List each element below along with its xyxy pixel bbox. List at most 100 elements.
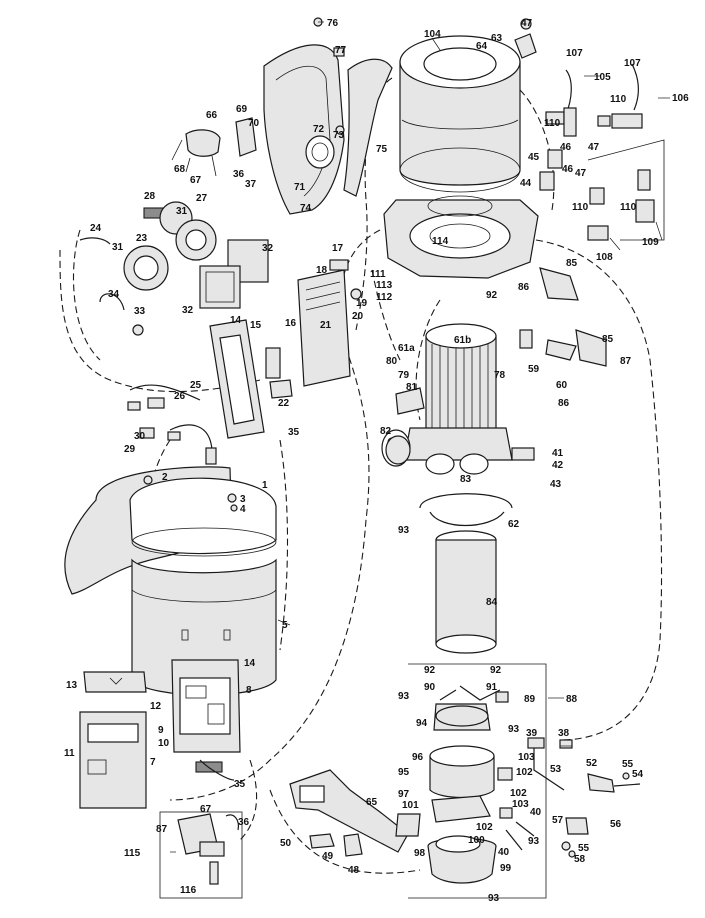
part-label: 81 <box>406 382 418 393</box>
part-label: 2 <box>162 472 168 483</box>
part-label: 86 <box>558 398 570 409</box>
part-label: 86 <box>518 282 530 293</box>
part-label: 61b <box>454 335 471 346</box>
part-label: 95 <box>398 767 410 778</box>
part-label: 40 <box>498 847 510 858</box>
part-label: 48 <box>348 865 360 876</box>
part-label: 93 <box>528 836 540 847</box>
part-label: 99 <box>500 863 512 874</box>
part-label: 20 <box>352 311 364 322</box>
part-label: 23 <box>136 233 148 244</box>
part-label: 59 <box>528 364 540 375</box>
part-label: 78 <box>494 370 506 381</box>
part-label: 105 <box>594 72 611 83</box>
part-label: 44 <box>520 178 532 189</box>
part-label: 92 <box>490 665 502 676</box>
part-label: 47 <box>575 168 587 179</box>
part-label: 46 <box>560 142 572 153</box>
leader-lines <box>170 21 670 853</box>
part-label: 65 <box>366 797 378 808</box>
part-label: 93 <box>508 724 520 735</box>
part-label: 30 <box>134 431 146 442</box>
part-label: 87 <box>156 824 168 835</box>
gas-valve <box>159 811 243 899</box>
control-module <box>171 659 241 781</box>
part-label: 5 <box>282 620 288 631</box>
part-label: 80 <box>386 356 398 367</box>
part-label: 18 <box>316 265 328 276</box>
part-label: 63 <box>491 33 503 44</box>
part-label: 39 <box>526 728 538 739</box>
part-label: 93 <box>398 691 410 702</box>
part-label: 57 <box>552 815 564 826</box>
part-label: 31 <box>176 206 188 217</box>
part-label: 1 <box>262 480 268 491</box>
part-label: 41 <box>552 448 564 459</box>
part-label: 83 <box>460 474 472 485</box>
part-label: 43 <box>550 479 562 490</box>
part-label: 113 <box>376 280 393 291</box>
air-duct <box>289 769 421 857</box>
part-label: 53 <box>550 764 562 775</box>
part-label: 74 <box>300 203 312 214</box>
part-label: 47 <box>521 18 533 29</box>
part-label: 12 <box>150 701 162 712</box>
part-label: 111 <box>370 269 386 280</box>
part-label: 110 <box>620 202 637 213</box>
part-label: 55 <box>622 759 634 770</box>
part-label: 92 <box>486 290 498 301</box>
part-label: 87 <box>620 356 632 367</box>
part-label: 94 <box>416 718 428 729</box>
part-label: 85 <box>602 334 614 345</box>
part-label: 82 <box>380 426 392 437</box>
part-label: 109 <box>642 237 659 248</box>
part-label: 116 <box>180 885 197 896</box>
part-label: 28 <box>144 191 156 202</box>
liner <box>419 493 513 654</box>
part-label: 9 <box>158 725 164 736</box>
part-label: 72 <box>313 124 325 135</box>
part-label: 58 <box>574 854 586 865</box>
part-label: 32 <box>182 305 194 316</box>
pipe-fittings <box>539 63 665 241</box>
ignition-parts <box>79 201 269 336</box>
part-label: 22 <box>278 398 290 409</box>
part-label: 45 <box>528 152 540 163</box>
part-label: 97 <box>398 789 410 800</box>
part-label: 103 <box>512 799 529 810</box>
part-label: 75 <box>376 144 388 155</box>
part-label: 55 <box>578 843 590 854</box>
blower-assembly <box>408 663 547 899</box>
part-label: 50 <box>280 838 292 849</box>
part-label: 37 <box>245 179 257 190</box>
part-label: 35 <box>234 779 246 790</box>
main-casing <box>64 466 277 696</box>
part-label: 69 <box>236 104 248 115</box>
burner-column <box>381 323 513 475</box>
heat-exchanger-top <box>399 18 537 193</box>
part-label: 100 <box>468 835 485 846</box>
part-label: 91 <box>486 682 498 693</box>
part-label: 110 <box>610 94 627 105</box>
fan-housing-assembly <box>171 17 393 215</box>
part-label: 62 <box>508 519 520 530</box>
part-label: 17 <box>332 243 344 254</box>
part-label: 96 <box>412 752 424 763</box>
part-label: 24 <box>90 223 102 234</box>
part-label: 60 <box>556 380 568 391</box>
part-label: 25 <box>190 380 202 391</box>
part-label: 15 <box>250 320 262 331</box>
part-label: 7 <box>150 757 156 768</box>
part-label: 93 <box>488 893 500 904</box>
part-label: 35 <box>288 427 300 438</box>
part-label: 68 <box>174 164 186 175</box>
part-label: 102 <box>476 822 493 833</box>
wiring-harness <box>127 384 217 465</box>
part-label: 93 <box>398 525 410 536</box>
part-label: 107 <box>566 48 583 59</box>
part-label: 112 <box>376 292 393 303</box>
part-label: 114 <box>432 236 449 247</box>
part-label: 47 <box>588 142 600 153</box>
part-label: 31 <box>112 242 124 253</box>
